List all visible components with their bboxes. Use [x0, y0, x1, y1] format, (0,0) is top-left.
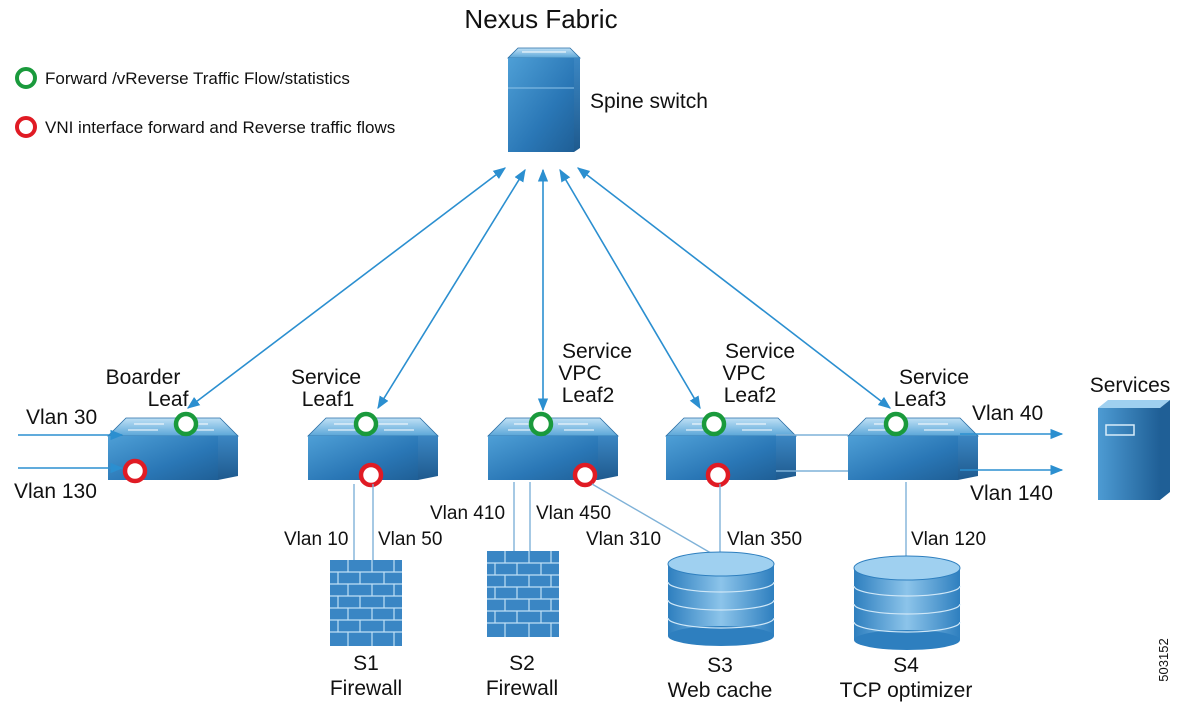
s4-tcp-optimizer-icon	[853, 555, 961, 651]
s2-type: Firewall	[486, 677, 558, 700]
service-vpc-leaf2-b-red-marker	[705, 462, 731, 488]
service-vpc-leaf2-a-red-marker	[572, 462, 598, 488]
s2-id: S2	[509, 652, 535, 675]
s4-type: TCP optimizer	[840, 679, 973, 702]
uplink-service-leaf1	[377, 168, 526, 410]
s3-web-cache-icon	[667, 551, 775, 647]
service-leaf1-red-marker	[358, 462, 384, 488]
legend-green-marker	[15, 67, 37, 89]
service-vpc-leaf2-a-label-1: Service	[562, 340, 632, 363]
vlan50-label: Vlan 50	[378, 529, 442, 550]
vlan310-label: Vlan 310	[586, 529, 661, 550]
s1-id: S1	[353, 652, 379, 675]
s3-link-vlan310	[591, 483, 717, 557]
service-leaf3-switch	[847, 417, 979, 481]
service-node-links	[353, 482, 907, 562]
services-server	[1098, 400, 1170, 500]
vlan30-label: Vlan 30	[26, 406, 97, 429]
vlan450-label: Vlan 450	[536, 503, 611, 524]
figure-id: 503152	[1156, 638, 1171, 681]
s4-id: S4	[893, 654, 919, 677]
service-vpc-leaf2-a-label-3: Leaf2	[562, 384, 615, 407]
service-leaf1-green-marker	[353, 411, 379, 437]
service-leaf1-label-2: Leaf1	[302, 388, 355, 411]
legend: Forward /vReverse Traffic Flow/statistic…	[15, 67, 395, 138]
vlan120-label: Vlan 120	[911, 529, 986, 550]
service-vpc-leaf2-a-switch	[487, 417, 619, 481]
service-leaf3-label-2: Leaf3	[894, 388, 947, 411]
s1-type: Firewall	[330, 677, 402, 700]
service-vpc-leaf2-b-label-3: Leaf2	[724, 384, 777, 407]
s3-id: S3	[707, 654, 733, 677]
s3-type: Web cache	[668, 679, 773, 702]
service-leaf1-label-1: Service	[291, 366, 361, 389]
spine-uplinks	[186, 167, 892, 412]
border-leaf-green-marker	[173, 411, 199, 437]
vlan40-label: Vlan 40	[972, 402, 1043, 425]
vlan130-label: Vlan 130	[14, 480, 97, 503]
border-leaf-red-marker	[122, 458, 148, 484]
border-leaf-label-1: Boarder	[106, 366, 181, 389]
spine-switch	[507, 47, 581, 152]
service-vpc-leaf2-b-label-2: VPC	[722, 362, 765, 385]
service-leaf3-green-marker	[883, 411, 909, 437]
legend-green-label: Forward /vReverse Traffic Flow/statistic…	[45, 69, 350, 88]
service-leaf3-label-1: Service	[899, 366, 969, 389]
service-vpc-leaf2-a-green-marker	[528, 411, 554, 437]
vlan140-label: Vlan 140	[970, 482, 1053, 505]
vlan410-label: Vlan 410	[430, 503, 505, 524]
legend-red-marker	[15, 116, 37, 138]
vlan10-label: Vlan 10	[284, 529, 348, 550]
service-vpc-leaf2-a-label-2: VPC	[558, 362, 601, 385]
s1-firewall-icon	[329, 559, 403, 647]
diagram-title: Nexus Fabric	[464, 4, 617, 34]
vlan350-label: Vlan 350	[727, 529, 802, 550]
service-vpc-leaf2-b-label-1: Service	[725, 340, 795, 363]
services-label: Services	[1090, 374, 1171, 397]
service-vpc-leaf2-b-green-marker	[701, 411, 727, 437]
border-leaf-label-2: Leaf	[148, 388, 189, 411]
uplink-service-leaf3	[576, 167, 892, 409]
legend-red-label: VNI interface forward and Reverse traffi…	[45, 118, 395, 137]
s2-firewall-icon	[486, 550, 560, 638]
spine-switch-label: Spine switch	[590, 90, 708, 113]
